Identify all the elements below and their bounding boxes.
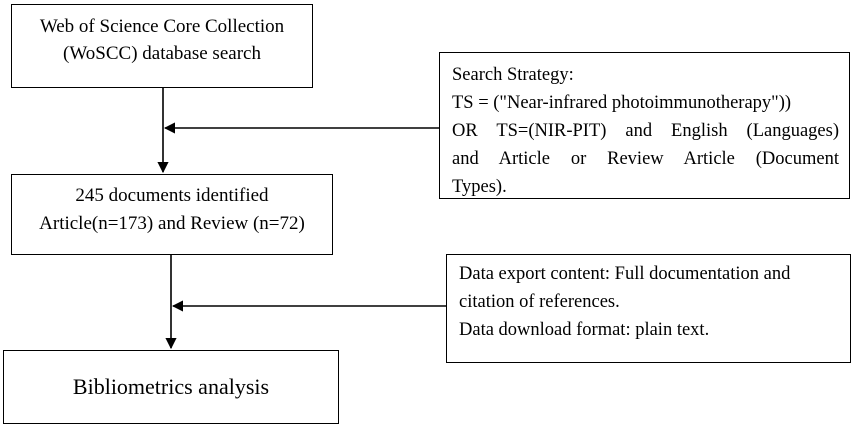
step-woscc-search-line-2: (WoSCC) database search bbox=[63, 43, 261, 64]
search-strategy-line-5: Types). bbox=[452, 177, 507, 197]
search-strategy-line-2: TS = ("Near-infrared photoimmunotherapy"… bbox=[452, 93, 792, 113]
step-bibliometrics-analysis: Bibliometrics analysis bbox=[3, 350, 339, 424]
data-export-box: Data export content: Full documentation … bbox=[446, 254, 851, 363]
step-bibliometrics-analysis-label: Bibliometrics analysis bbox=[72, 374, 270, 399]
step-documents-identified-line-2: Article(n=173) and Review (n=72) bbox=[39, 213, 305, 234]
step-woscc-search-line-1: Web of Science Core Collection bbox=[39, 16, 285, 37]
step-woscc-search: Web of Science Core Collection (WoSCC) d… bbox=[11, 4, 313, 88]
data-export-line-2: citation of references. bbox=[459, 292, 620, 312]
search-strategy-line-3: OR TS=(NIR-PIT) and English (Languages) bbox=[452, 121, 839, 141]
step-documents-identified: 245 documents identified Article(n=173) … bbox=[11, 174, 333, 255]
step-documents-identified-line-1: 245 documents identified bbox=[75, 185, 269, 206]
data-export-line-1: Data export content: Full documentation … bbox=[459, 264, 791, 284]
search-strategy-line-4: and Article or Review Article (Document bbox=[452, 149, 839, 169]
search-strategy-box: Search Strategy: TS = ("Near-infrared ph… bbox=[439, 52, 850, 199]
search-strategy-line-1: Search Strategy: bbox=[452, 65, 574, 85]
data-export-line-3: Data download format: plain text. bbox=[459, 320, 710, 340]
